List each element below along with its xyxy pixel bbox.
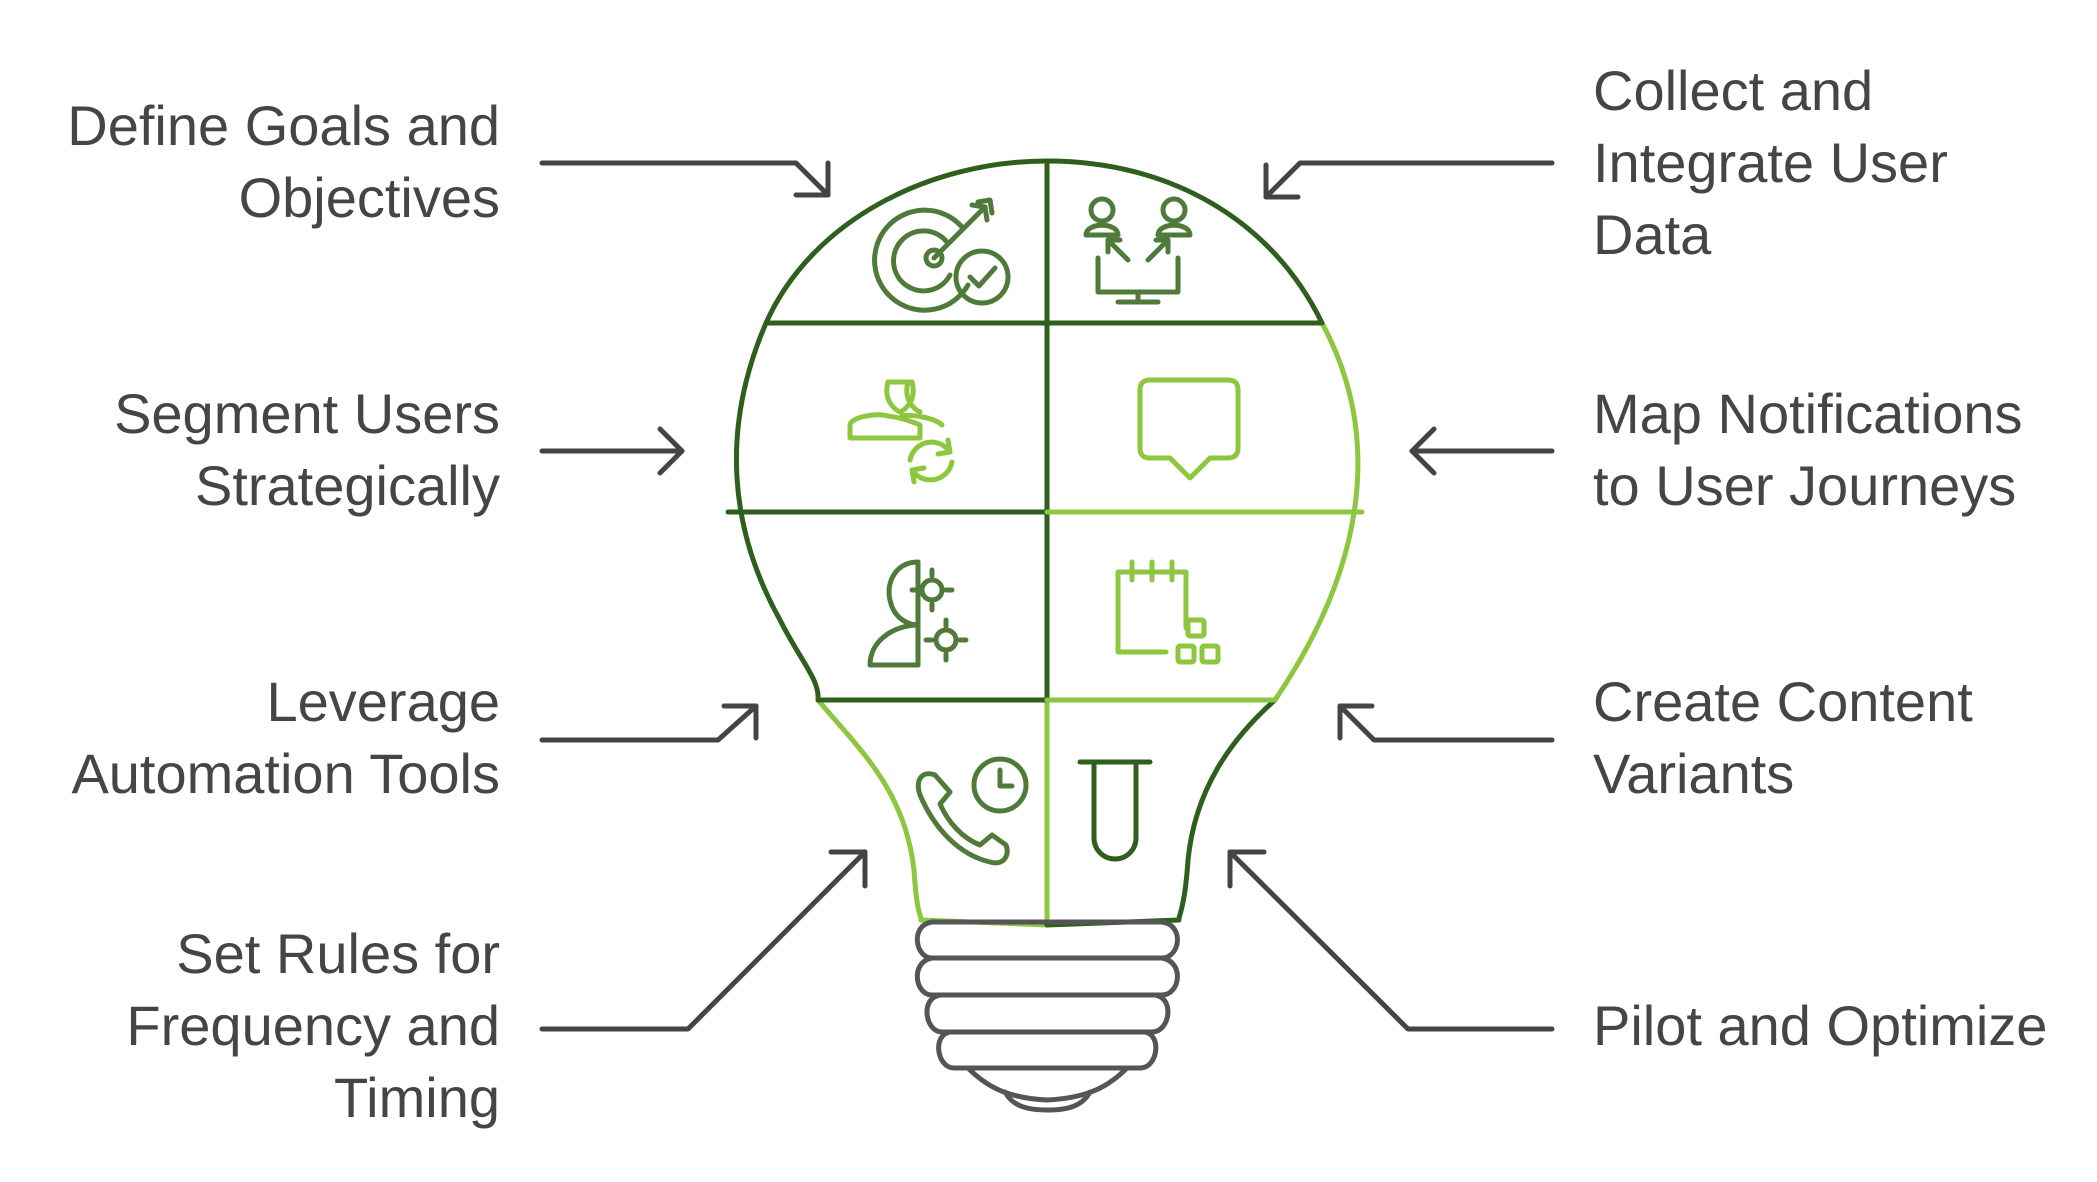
arrow-pilot-optimize (1227, 849, 1555, 1032)
label-segment-users: Segment Users Strategically (114, 382, 500, 517)
arrow-create-content (1337, 703, 1555, 743)
test-tube-icon (1077, 759, 1153, 862)
label-pilot-optimize: Pilot and Optimize (1593, 994, 2048, 1057)
target-check-icon (872, 197, 1011, 313)
phone-clock-icon (915, 756, 1029, 866)
arrow-segment-users (539, 426, 685, 476)
bulb-outline (733, 158, 1361, 921)
arrow-map-notifications (1409, 426, 1555, 476)
users-refresh-icon (847, 379, 955, 485)
arrow-collect-data (1263, 160, 1555, 200)
arrows (539, 160, 1555, 1032)
arrow-set-rules (539, 849, 868, 1032)
arrow-define-goals (539, 160, 831, 198)
users-monitor-icon (1083, 196, 1193, 305)
label-create-content: Create Content Variants (1593, 670, 1973, 805)
calendar-blocks-icon (1115, 559, 1221, 665)
bulb-base (914, 919, 1180, 1113)
head-gears-icon (867, 559, 969, 668)
label-set-rules: Set Rules for Frequency and Timing (126, 922, 500, 1129)
label-collect-data: Collect and Integrate User Data (1593, 59, 1948, 266)
arrow-leverage-automation (539, 703, 759, 743)
label-leverage-automation: Leverage Automation Tools (71, 670, 500, 805)
speech-bubble-icon (1137, 377, 1241, 481)
label-map-notifications: Map Notifications to User Journeys (1593, 382, 2023, 517)
bulb-grid (725, 158, 1365, 928)
label-define-goals: Define Goals and Objectives (67, 94, 500, 229)
